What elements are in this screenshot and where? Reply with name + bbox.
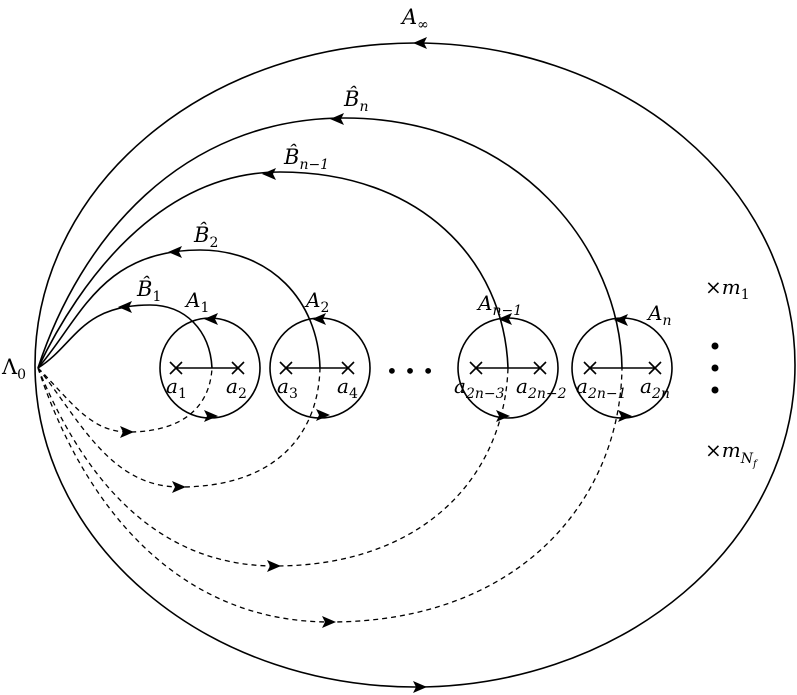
- a2n-label: a2n: [640, 374, 670, 402]
- a2-label: a2: [226, 374, 247, 402]
- b2-cycle-upper: [37, 249, 321, 369]
- An1-label: An−1: [476, 291, 522, 319]
- arrowhead-icon: [330, 113, 344, 125]
- bn-cycle-lower: [37, 367, 623, 623]
- branch-points: [169, 361, 662, 375]
- A1-label: A1: [184, 288, 209, 316]
- a3-label: a3: [277, 374, 298, 402]
- arrowhead-icon: [168, 246, 182, 258]
- vertical-ellipsis: [711, 342, 719, 394]
- bn1-cycle-lower: [37, 367, 509, 567]
- cross-icon: [583, 361, 597, 375]
- b1-cycle-upper: [37, 304, 213, 369]
- arrowhead-icon: [262, 168, 276, 180]
- cross-icon: [341, 361, 355, 375]
- arrowhead-icon: [498, 313, 512, 325]
- cross-icon: [469, 361, 483, 375]
- arrowhead-icon: [614, 314, 628, 326]
- cross-icon: [648, 361, 662, 375]
- arrowheads: [118, 37, 632, 693]
- cross-icon: [169, 361, 183, 375]
- arrowhead-icon: [618, 410, 632, 422]
- arrowhead-icon: [496, 410, 510, 422]
- arrowhead-icon: [413, 37, 427, 49]
- lambda0-label: Λ0: [1, 355, 26, 383]
- cross-icon: ×: [705, 275, 722, 299]
- mnf-label: ×mNf: [705, 438, 759, 470]
- a1-label: a1: [166, 374, 187, 402]
- arrowhead-icon: [204, 410, 218, 422]
- b2-hat-label: B̂2: [193, 223, 218, 251]
- cross-icon: ×: [705, 438, 722, 462]
- b1-cycle-lower: [37, 367, 213, 433]
- bn-cycle-upper: [37, 117, 623, 369]
- horizontal-ellipsis: • • •: [386, 359, 434, 383]
- A2-label: A2: [304, 288, 329, 316]
- An-label: An: [646, 301, 671, 329]
- cross-icon: [279, 361, 293, 375]
- arrowhead-icon: [267, 560, 281, 572]
- bn1-cycle-upper: [37, 171, 509, 369]
- bn1-hat-label: B̂n−1: [283, 145, 329, 173]
- arrowhead-icon: [316, 409, 330, 421]
- m1-label: ×m1: [705, 275, 750, 303]
- arrowhead-icon: [322, 616, 336, 628]
- a2n3-label: a2n−3: [454, 374, 505, 402]
- arrowhead-icon: [204, 313, 218, 325]
- arrowhead-icon: [118, 301, 132, 313]
- b1-hat-label: B̂1: [136, 277, 161, 305]
- cross-icon: [231, 361, 245, 375]
- a2n1-label: a2n−1: [576, 374, 627, 402]
- a-infinity-label: A∞: [400, 5, 429, 33]
- arrowhead-icon: [172, 481, 186, 493]
- bn-hat-label: B̂n: [343, 87, 368, 115]
- a2n2-label: a2n−2: [516, 374, 567, 402]
- arrowhead-icon: [413, 681, 427, 693]
- cross-icon: [533, 361, 547, 375]
- a4-label: a4: [337, 374, 358, 402]
- arrowhead-icon: [312, 313, 326, 325]
- arrowhead-icon: [120, 426, 134, 438]
